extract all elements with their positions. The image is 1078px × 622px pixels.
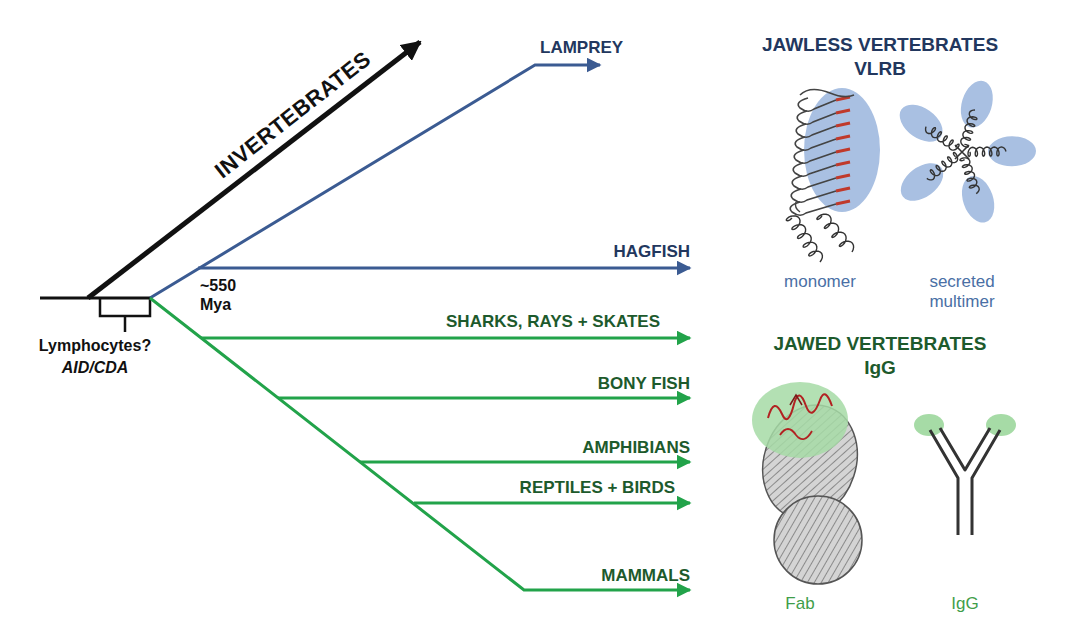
igg-symbol [914,414,1016,535]
jawed-branches [150,298,690,590]
branch-label: ~550 Mya [200,276,248,314]
structure-stroke [795,137,836,150]
label-wrap: MAMMALS [601,566,690,586]
structure-stroke [836,188,850,191]
invertebrate-arrow [88,42,420,298]
branch-label: AMPHIBIANS [582,438,690,458]
structure-stroke [796,202,801,212]
jawless-branches [150,65,690,298]
branch-label: LAMPREY [540,38,623,58]
branch-label: SHARKS, RAYS + SKATES [446,312,660,332]
branch-label: IgG [951,594,978,614]
branch-label: Lymphocytes? [39,336,151,355]
structure-stroke [927,153,958,180]
structure-stroke [836,149,850,152]
label-wrap: secreted multimer [922,272,1002,312]
root-line [40,298,152,332]
structure-stroke [797,111,836,124]
structure-stroke [836,136,850,139]
vlrb-domain [988,136,1036,167]
structure-stroke [794,150,836,163]
vlrb-domain [956,172,1000,227]
branch-label: monomer [784,272,856,292]
structure-stroke [793,163,836,176]
branch-label: HAGFISH [614,242,691,262]
label-wrap: BONY FISH [598,374,690,394]
branch-label: INVERTEBRATES [210,46,376,184]
branch-label: REPTILES + BIRDS [520,478,675,498]
label-wrap: Lymphocytes? [39,336,151,355]
label-wrap: JAWED VERTEBRATES [774,332,987,355]
branch-label: JAWLESS VERTEBRATES [762,33,998,56]
structure-stroke [836,97,850,100]
structure-stroke [961,110,977,147]
structure-stroke [786,216,822,262]
label-wrap: LAMPREY [540,38,623,58]
structure-stroke [955,145,969,159]
label-wrap: REPTILES + BIRDS [520,478,675,498]
branch-label: BONY FISH [598,374,690,394]
structure-stroke [798,98,836,111]
branch-label: secreted multimer [922,272,1002,312]
label-wrap: JAWLESS VERTEBRATES [762,33,998,56]
branch-label: MAMMALS [601,566,690,586]
label-wrap: INVERTEBRATES [210,46,376,184]
structure-stroke [796,124,836,137]
structure-stroke [790,202,836,215]
label-wrap: Fab [785,594,814,614]
branch-label: JAWED VERTEBRATES [774,332,987,355]
label-wrap: IgG [864,356,896,379]
structure-stroke [836,201,850,204]
structure-stroke [817,214,854,252]
vlrb-monomer [786,88,880,262]
branch-label: IgG [864,356,896,379]
label-wrap: ~550 Mya [200,276,248,314]
branch-label: VLRB [854,57,906,80]
branch-label: AID/CDA [62,358,129,377]
label-wrap: AMPHIBIANS [582,438,690,458]
structure-stroke [960,158,979,194]
fab-structure [748,382,871,584]
vlrb-domain [955,77,998,132]
structure-stroke [836,110,850,113]
label-wrap: SHARKS, RAYS + SKATES [446,312,660,332]
structure-stroke [836,162,850,165]
structure-stroke [792,176,836,189]
vlrb-multimer [893,77,1036,227]
label-wrap: IgG [951,594,978,614]
branch-label: Fab [785,594,814,614]
label-wrap: VLRB [854,57,906,80]
label-wrap: AID/CDA [62,358,129,377]
structure-stroke [968,147,1006,157]
structure-stroke [926,127,960,151]
structure-stroke [791,189,836,202]
structure-stroke [800,89,854,96]
label-wrap: monomer [784,272,856,292]
structure-stroke [836,175,850,178]
label-wrap: HAGFISH [614,242,691,262]
structure-stroke [836,123,850,126]
